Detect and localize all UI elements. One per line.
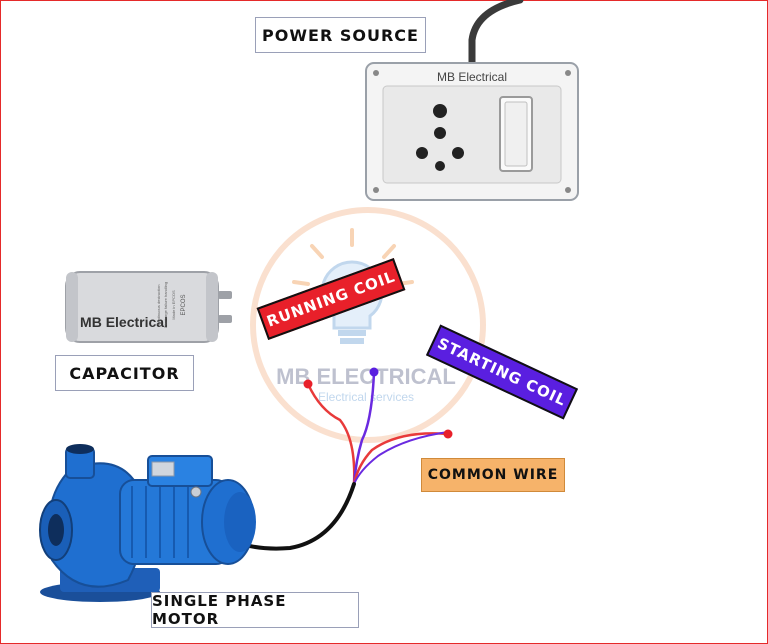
common-wire-tag: COMMON WIRE bbox=[421, 458, 565, 492]
capacitor-label: CAPACITOR bbox=[55, 355, 194, 391]
common-extra-purple-wire bbox=[353, 431, 449, 485]
capacitor-fine-print-1: EPCOS bbox=[181, 294, 187, 315]
common-extra-red-wire bbox=[352, 432, 449, 485]
single-phase-motor-label: SINGLE PHASE MOTOR bbox=[151, 592, 359, 628]
watermark-title: MB ELECTRICAL bbox=[276, 364, 456, 389]
running-coil-terminal bbox=[303, 379, 313, 389]
capacitor-fine-print-3: Discharge failure handling bbox=[163, 282, 168, 328]
capacitor-brand: MB Electrical bbox=[80, 314, 168, 330]
socket bbox=[416, 104, 464, 171]
power-source-label: POWER SOURCE bbox=[255, 17, 426, 53]
capacitor-fine-print-2: Made in EPCOS bbox=[171, 290, 176, 320]
switchboard: MB Electrical bbox=[365, 62, 579, 201]
capacitor-fine-print-4: Continuous destruction bbox=[156, 285, 161, 326]
running-coil-wire bbox=[306, 383, 356, 485]
capacitor: MB Electrical EPCOS Made in EPCOS Discha… bbox=[65, 271, 232, 343]
watermark-subtitle: Electrical services bbox=[318, 390, 414, 404]
switchboard-brand: MB Electrical bbox=[437, 70, 507, 84]
single-phase-motor bbox=[39, 444, 256, 602]
switch-toggle bbox=[499, 96, 533, 172]
power-cord bbox=[468, 0, 524, 70]
starting-coil-wire bbox=[352, 371, 376, 485]
common-terminal bbox=[443, 429, 453, 439]
starting-coil-terminal bbox=[369, 367, 379, 377]
